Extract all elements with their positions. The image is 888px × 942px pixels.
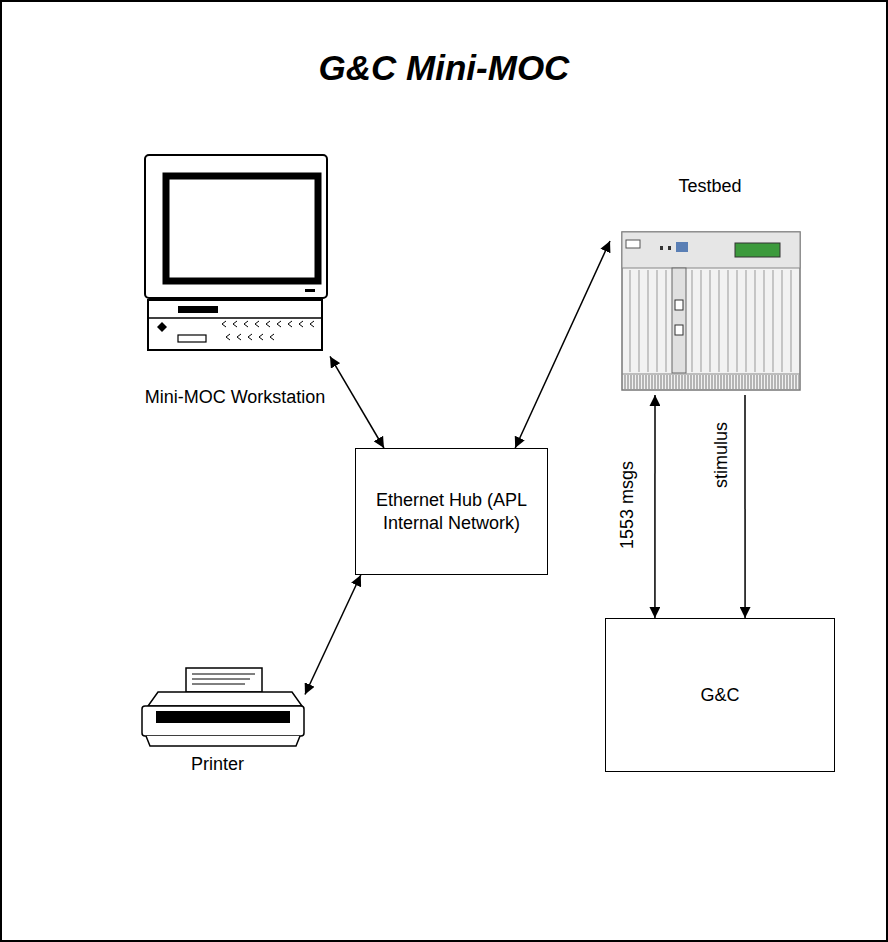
drawing-stroke [192, 679, 250, 680]
drawing-stroke [178, 335, 206, 342]
drawing-stroke [166, 176, 318, 281]
drawing-stroke [148, 300, 322, 350]
node-label: G&C [700, 684, 739, 707]
drawing-stroke [735, 243, 780, 257]
diagram-title: G&C Mini-MOC [0, 48, 888, 88]
drawing-stroke [233, 321, 237, 327]
drawing-stroke [710, 270, 711, 372]
drawing-stroke [755, 270, 756, 372]
drawing-stroke [676, 242, 688, 252]
hub-box: Ethernet Hub (APL Internal Network) [355, 448, 548, 575]
drawing-stroke [255, 321, 259, 327]
drawing-stroke [773, 270, 774, 372]
drawing-stroke [277, 321, 281, 327]
drawing-stroke [192, 684, 245, 685]
drawing-stroke [270, 334, 274, 340]
node-label: Testbed [678, 175, 741, 198]
drawing-stroke [248, 334, 252, 340]
drawing-stroke [660, 246, 663, 250]
drawing-stroke [623, 375, 799, 389]
monitor-icon [145, 155, 327, 298]
drawing-stroke [675, 325, 683, 335]
printer-icon [142, 668, 304, 746]
drawing-stroke [622, 232, 800, 390]
testbed-node: Testbed [610, 175, 810, 395]
connector-arrow [744, 395, 746, 618]
signal-label: stimulus [712, 420, 732, 490]
drawing-stroke [244, 321, 248, 327]
drawing-stroke [148, 692, 302, 706]
gc-box: G&C [605, 618, 835, 772]
drawing-stroke [622, 232, 800, 268]
signal-label: 1553 msgs [618, 459, 638, 551]
node-label: Mini-MOC Workstation [145, 386, 326, 409]
connector-arrow [330, 356, 384, 448]
connector-arrow [305, 575, 361, 695]
connector-arrow [654, 395, 656, 618]
drawing-stroke [299, 321, 303, 327]
drawing-stroke [178, 306, 218, 313]
drawing-stroke [310, 321, 314, 327]
drawing-stroke [305, 289, 315, 292]
drawing-stroke [157, 322, 167, 332]
drawing-stroke [148, 317, 322, 319]
printer-node: Printer [130, 660, 305, 775]
drawing-stroke [192, 674, 255, 675]
drawing-stroke [737, 270, 738, 372]
drawing-stroke [630, 270, 631, 372]
drawing-stroke [266, 321, 270, 327]
drawing-stroke [746, 270, 747, 372]
drawing-stroke [672, 268, 686, 373]
drawing-stroke [186, 668, 262, 692]
drawing-stroke [156, 711, 290, 723]
drawing-stroke [764, 270, 765, 372]
connector-arrow [515, 241, 610, 448]
drawing-stroke [666, 270, 667, 372]
drawing-stroke [259, 334, 263, 340]
drawing-stroke [657, 270, 658, 372]
drawing-stroke [668, 246, 671, 250]
drawing-stroke [648, 270, 649, 372]
drawing-stroke [226, 334, 230, 340]
drawing-stroke [146, 736, 300, 746]
drawing-stroke [288, 321, 292, 327]
node-label: Printer [191, 753, 244, 776]
drawing-stroke [626, 240, 640, 248]
workstation-node: Mini-MOC Workstation [140, 150, 330, 408]
node-label: Ethernet Hub (APL Internal Network) [368, 489, 535, 534]
drawing-stroke [701, 270, 702, 372]
drawing-stroke [692, 270, 693, 372]
drawing-stroke [782, 270, 783, 372]
drawing-stroke [719, 270, 720, 372]
drawing-stroke [675, 300, 683, 310]
drawing-stroke [639, 270, 640, 372]
drawing-stroke [142, 706, 304, 736]
drawing-stroke [222, 321, 226, 327]
drawing-stroke [237, 334, 241, 340]
drawing-stroke [317, 176, 320, 281]
drawing-stroke [728, 270, 729, 372]
testbed-rack-icon [622, 232, 800, 390]
drawing-stroke [622, 374, 800, 375]
drawing-stroke [791, 270, 792, 372]
keyboard-icon [148, 300, 322, 350]
drawing-stroke [145, 155, 327, 298]
